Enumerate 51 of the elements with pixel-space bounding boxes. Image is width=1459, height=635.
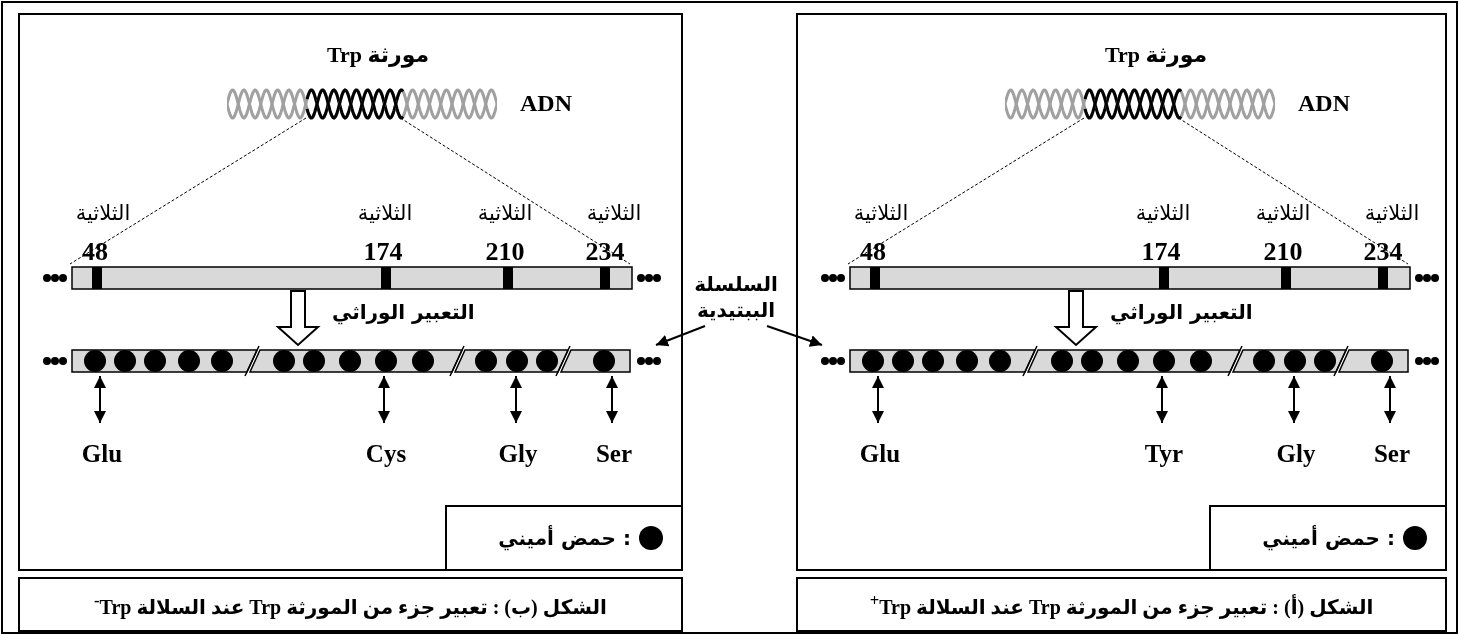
- amino-acid-label: Ser: [1352, 424, 1432, 468]
- dna-label: ADN: [520, 90, 572, 116]
- codon-number: 48: [860, 237, 886, 266]
- amino-acid-label: Glu: [62, 424, 142, 468]
- edge-label: التعبير الوراثي: [332, 300, 475, 324]
- codon-number: 234: [1363, 237, 1403, 266]
- codon-number: 210: [1263, 237, 1303, 266]
- double-arrow: [606, 375, 618, 424]
- codon-label: الثلاثية: [477, 200, 533, 225]
- amino-acid-label: Ser: [574, 424, 654, 468]
- double-arrow: [1384, 375, 1396, 424]
- amino-acid-label: Glu: [840, 424, 920, 468]
- dna-label: ADN: [1298, 90, 1350, 116]
- amino-acid-label: Gly: [1256, 424, 1336, 468]
- gene-title: مورثة Trp: [326, 42, 430, 67]
- figure-caption: الشكل (أ) : تعبير جزء من المورثة Trp عند السلالة Trp$^{+}$: [796, 577, 1447, 632]
- figure-caption: الشكل (ب) : تعبير جزء من المورثة Trp عند السلالة Trp$^{-}$: [18, 577, 683, 632]
- edge-label: التعبير الوراثي: [1110, 300, 1253, 324]
- gene-title: مورثة Trp: [1104, 42, 1208, 67]
- codon-label: الثلاثية: [1135, 200, 1191, 225]
- double-arrow: [510, 375, 522, 424]
- panel-frame: [796, 13, 1447, 571]
- codon-label: الثلاثية: [853, 200, 909, 225]
- double-arrow: [378, 375, 390, 424]
- zoom-line: [400, 117, 631, 265]
- panel-frame: [18, 13, 683, 571]
- codon-label: الثلاثية: [1255, 200, 1311, 225]
- double-arrow: [872, 375, 884, 424]
- double-arrow: [94, 375, 106, 424]
- codon-label: الثلاثية: [75, 200, 131, 225]
- codon-number: 48: [82, 237, 108, 266]
- amino-acid-label: Gly: [478, 424, 558, 468]
- zoom-line: [847, 117, 1085, 265]
- leader-arrow: [655, 325, 706, 347]
- codon-number: 234: [585, 237, 625, 266]
- expression-arrow: [1053, 290, 1099, 347]
- amino-acid-label: Cys: [346, 424, 426, 468]
- codon-number: 174: [363, 237, 403, 266]
- double-arrow: [1288, 375, 1300, 424]
- codon-number: 174: [1141, 237, 1181, 266]
- double-arrow: [1156, 375, 1168, 424]
- codon-label: الثلاثية: [586, 200, 642, 225]
- zoom-line: [1178, 117, 1409, 265]
- chain-label: السلسلة الببتيدية: [683, 268, 789, 326]
- codon-label: الثلاثية: [357, 200, 413, 225]
- zoom-line: [69, 117, 307, 265]
- expression-arrow: [275, 290, 321, 347]
- amino-acid-label: Tyr: [1124, 424, 1204, 468]
- codon-number: 210: [485, 237, 525, 266]
- leader-arrow: [766, 325, 823, 347]
- codon-label: الثلاثية: [1364, 200, 1420, 225]
